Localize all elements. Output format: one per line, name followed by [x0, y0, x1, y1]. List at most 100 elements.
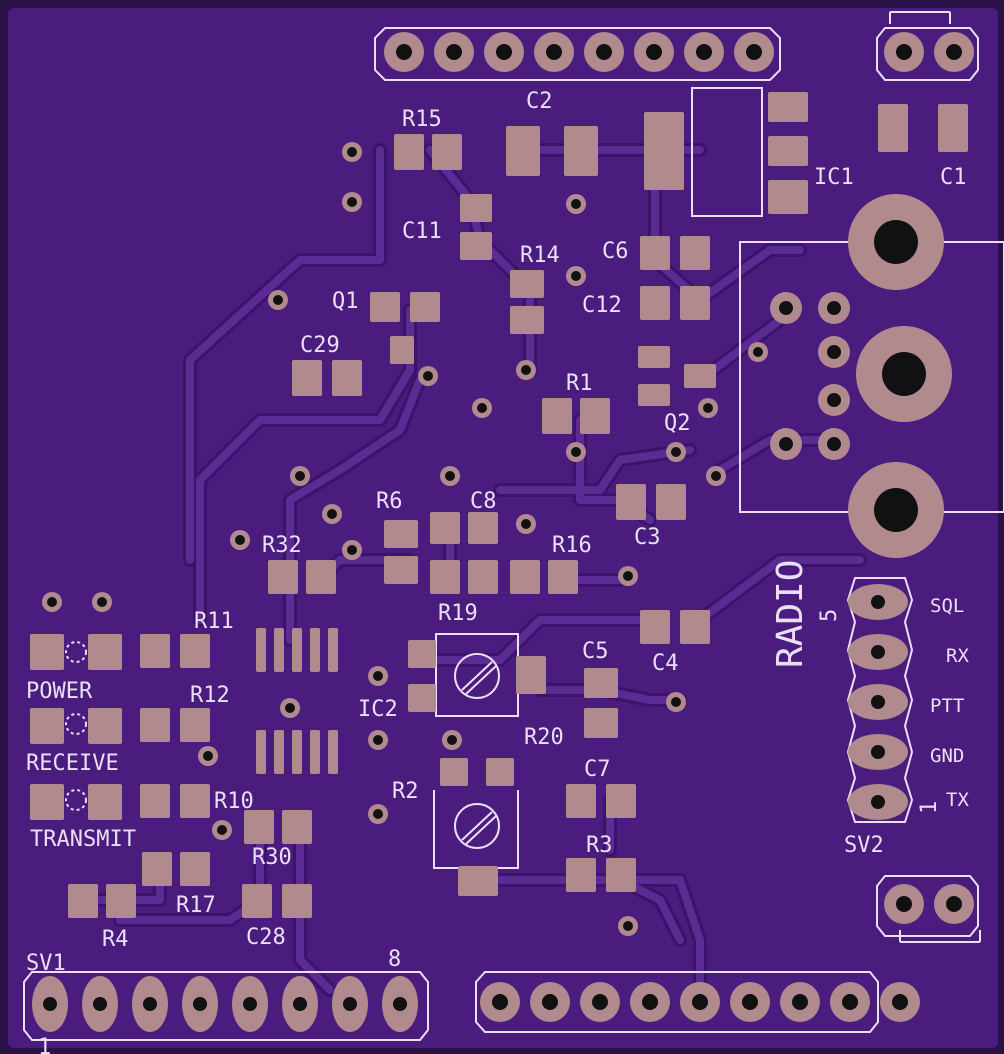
IC2-pin: [310, 628, 320, 672]
drill-hole: [446, 44, 462, 60]
label-C29: C29: [300, 333, 340, 358]
drill-hole: [746, 44, 762, 60]
label-IC2: IC2: [358, 697, 398, 722]
C8-pads: [430, 512, 460, 544]
drill-hole: [623, 571, 633, 581]
drill-hole: [742, 994, 758, 1010]
R14-pads: [510, 306, 544, 334]
label-TX: TX: [946, 789, 969, 811]
drill-hole: [327, 509, 337, 519]
C2-pads: [564, 126, 598, 176]
label-R4: R4: [102, 927, 129, 952]
led-pad: [88, 784, 122, 820]
R19-area-pads: [430, 560, 460, 594]
C6-pads: [680, 236, 710, 270]
label-R17: R17: [176, 893, 216, 918]
R4-pads: [106, 884, 136, 918]
label-C5: C5: [582, 639, 609, 664]
R30-pads: [244, 810, 274, 844]
R15-pads: [432, 134, 462, 170]
Q2-pads: [638, 384, 670, 406]
R17-pads: [180, 852, 210, 886]
drill-hole: [347, 197, 357, 207]
header-outlines: [23, 11, 1004, 1041]
C12-pads: [680, 286, 710, 320]
R2-pin: [458, 866, 498, 896]
drill-hole: [521, 365, 531, 375]
C11-pads: [460, 194, 492, 222]
plated-holes: [32, 32, 974, 1032]
drill-hole: [542, 994, 558, 1010]
drill-hole: [343, 997, 357, 1011]
label-C2: C2: [526, 89, 553, 114]
C1-pads: [938, 104, 968, 152]
label-R19: R19: [438, 601, 478, 626]
led-markers: [65, 641, 87, 811]
label-POWER: POWER: [26, 679, 93, 704]
C28-pads: [282, 884, 312, 918]
IC2-pin: [292, 730, 302, 774]
label-C1: C1: [940, 165, 967, 190]
label-RECEIVE: RECEIVE: [26, 751, 119, 776]
drill-hole: [779, 301, 793, 315]
drill-hole: [235, 535, 245, 545]
IC2-pin: [256, 730, 266, 774]
R32-pads: [306, 560, 336, 594]
IC2-pin: [274, 628, 284, 672]
R3-pads: [566, 858, 596, 892]
label-R1: R1: [566, 371, 593, 396]
label-C12: C12: [582, 293, 622, 318]
C1-pads: [878, 104, 908, 152]
R19-area-pads: [468, 560, 498, 594]
R16-pads: [510, 560, 540, 594]
label-R14: R14: [520, 243, 560, 268]
label-SQL: SQL: [930, 595, 964, 617]
R30-pads: [282, 810, 312, 844]
IC2-pin: [328, 628, 338, 672]
drill-hole: [896, 896, 912, 912]
R1-pads: [542, 398, 572, 434]
drill-hole: [285, 703, 295, 713]
drill-hole: [546, 44, 562, 60]
label-R3: R3: [586, 833, 613, 858]
C7-pads: [566, 784, 596, 818]
drill-hole: [892, 994, 908, 1010]
trimmer-symbols: [454, 653, 500, 849]
drill-hole: [97, 597, 107, 607]
C3-pads: [616, 484, 646, 520]
label-R16: R16: [552, 533, 592, 558]
drill-hole: [827, 437, 841, 451]
drill-hole: [882, 352, 926, 396]
IC2-pin: [328, 730, 338, 774]
drill-hole: [521, 519, 531, 529]
C4-pads: [680, 610, 710, 644]
label-sv1-pin8: 8: [388, 947, 401, 972]
R12-pads: [180, 708, 210, 742]
drill-hole: [946, 44, 962, 60]
drill-hole: [827, 301, 841, 315]
label-R32: R32: [262, 533, 302, 558]
drill-hole: [373, 809, 383, 819]
IC2-pin: [310, 730, 320, 774]
drill-hole: [217, 825, 227, 835]
drill-hole: [447, 735, 457, 745]
label-GND: GND: [930, 745, 964, 767]
C11-pads: [460, 232, 492, 260]
label-R20: R20: [524, 725, 564, 750]
R3-pads: [606, 858, 636, 892]
Q1-pads: [370, 292, 400, 322]
smd-pads: [30, 92, 968, 918]
R10-pads: [180, 784, 210, 818]
drill-hole: [445, 471, 455, 481]
drill-hole: [711, 471, 721, 481]
label-RX: RX: [946, 645, 969, 667]
C8-pads: [468, 512, 498, 544]
drill-hole: [571, 447, 581, 457]
Q1-pad: [390, 336, 414, 364]
drill-hole: [871, 695, 885, 709]
drill-hole: [896, 44, 912, 60]
R32-pads: [268, 560, 298, 594]
drill-hole: [496, 44, 512, 60]
R6-pads: [384, 520, 418, 548]
drill-hole: [779, 437, 793, 451]
